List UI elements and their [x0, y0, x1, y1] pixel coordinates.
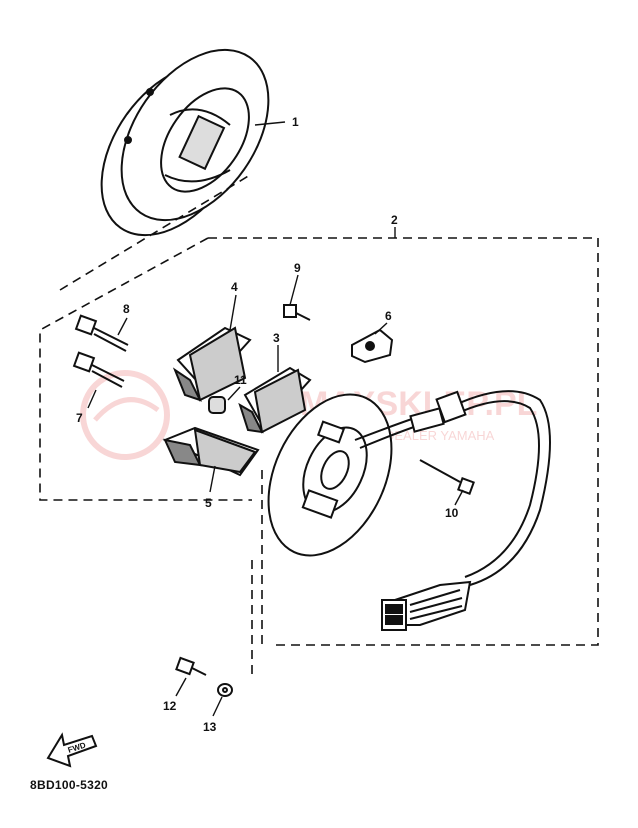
spacer-11 [208, 396, 226, 414]
callout-1: 1 [292, 115, 299, 129]
callout-10: 10 [445, 506, 459, 520]
stator-plate [267, 393, 393, 557]
bracket-6 [351, 328, 394, 364]
callout-6: 6 [385, 309, 392, 323]
callout-5: 5 [205, 496, 212, 510]
wire-harness [354, 390, 551, 586]
callout-7: 7 [76, 411, 83, 425]
callout-2: 2 [391, 213, 398, 227]
screw-10 [419, 459, 475, 495]
bolt-9 [283, 304, 311, 321]
screw-7 [72, 351, 125, 388]
coil-5 [162, 426, 260, 477]
callout-8: 8 [123, 302, 130, 316]
leader-lines [87, 121, 464, 717]
wire-connector [381, 580, 472, 631]
bolt-12 [175, 656, 207, 676]
coil-4 [172, 326, 252, 402]
callout-13: 13 [203, 720, 217, 734]
callout-3: 3 [273, 331, 280, 345]
assembly-outline [39, 174, 599, 680]
screw-8 [74, 314, 129, 352]
coil-3 [238, 366, 312, 434]
flywheel-rotor [100, 48, 270, 237]
washer-13 [217, 683, 233, 697]
fwd-arrow-icon: FWD [46, 732, 98, 768]
callout-11: 11 [234, 373, 247, 387]
part-code: 8BD100-5320 [30, 778, 109, 792]
callout-4: 4 [231, 280, 238, 294]
callout-12: 12 [163, 699, 177, 713]
callout-9: 9 [294, 261, 301, 275]
callout-labels: 1 2 3 4 5 6 7 8 9 10 11 12 13 [76, 115, 459, 734]
